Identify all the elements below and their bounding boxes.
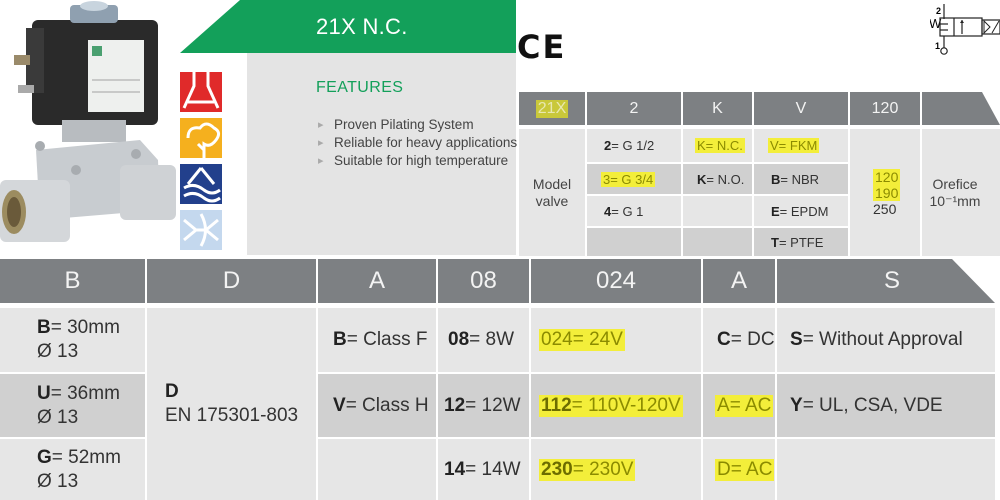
connection-option: 4= G 1 — [587, 196, 681, 226]
current-option: C= DC — [703, 308, 775, 372]
power-option: 14= 14W — [438, 439, 529, 500]
solenoid-valve-image — [0, 0, 180, 255]
seal-option: E= EPDM — [754, 196, 848, 226]
valve-schematic-icon: 2 W 1 — [929, 2, 1000, 58]
coil-size-option: B= 30mm Ø 13 — [0, 308, 145, 372]
product-title: 21X N.C. — [316, 14, 408, 39]
title-banner — [180, 0, 516, 53]
industry-icon-strip — [180, 72, 222, 256]
svg-text:1: 1 — [935, 41, 940, 51]
hvac-icon — [180, 210, 222, 250]
connection-empty — [587, 228, 681, 256]
current-option-selected: D= AC — [703, 439, 775, 500]
current-option-selected: A= AC — [703, 374, 775, 437]
header-cell-connection: 2 — [587, 92, 681, 125]
header-cell-connector: D — [147, 259, 316, 303]
orifice-label: Orefice 10⁻¹mm — [922, 129, 1000, 256]
header-cell-approval: S — [777, 259, 995, 303]
features-title: FEATURES — [316, 79, 404, 96]
header-cell-function: K — [683, 92, 752, 125]
voltage-option-selected: 112= 110V-120V — [531, 374, 701, 437]
connector-option: D EN 175301-803 — [147, 308, 316, 500]
seal-option: B= NBR — [754, 164, 848, 194]
function-option-selected: K= N.C. — [683, 129, 752, 162]
header-cell-orifice: 120 — [850, 92, 920, 125]
approval-empty — [777, 439, 995, 500]
header-cell-series: 21X — [519, 92, 585, 125]
power-option: 12= 12W — [438, 374, 529, 437]
coil-size-option: G= 52mm Ø 13 — [0, 439, 145, 500]
coil-size-option: U= 36mm Ø 13 — [0, 374, 145, 437]
ce-mark: CE — [517, 28, 567, 66]
features-list: Proven Pilating System Reliable for heav… — [318, 116, 517, 170]
feature-item: Reliable for heavy applications — [318, 134, 517, 152]
function-empty — [683, 228, 752, 256]
approval-option: Y= UL, CSA, VDE — [777, 374, 995, 437]
insulation-empty — [318, 439, 436, 500]
insulation-option: V= Class H — [318, 374, 436, 437]
power-option: 08= 8W — [438, 308, 529, 372]
food-industry-icon — [180, 118, 222, 158]
header-cell-seal: V — [754, 92, 848, 125]
orifice-values: 120 190 250 — [850, 129, 920, 256]
function-empty — [683, 196, 752, 226]
svg-text:W: W — [930, 16, 942, 31]
feature-item: Proven Pilating System — [318, 116, 517, 134]
chemical-industry-icon — [180, 72, 222, 112]
header-cell-current: A — [703, 259, 775, 303]
connection-option: 2= G 1/2 — [587, 129, 681, 162]
header-cell-voltage: 024 — [531, 259, 701, 303]
connection-option-selected: 3= G 3/4 — [587, 164, 681, 194]
insulation-option: B= Class F — [318, 308, 436, 372]
feature-item: Suitable for high temperature — [318, 152, 517, 170]
seal-option: T= PTFE — [754, 228, 848, 256]
header-cell-coil-size: B — [0, 259, 145, 303]
header-cell-blank — [922, 92, 1000, 125]
header-cell-insulation: A — [318, 259, 436, 303]
svg-text:2: 2 — [936, 6, 941, 16]
function-option: K= N.O. — [683, 164, 752, 194]
approval-option: S= Without Approval — [777, 308, 995, 372]
model-valve-label: Model valve — [519, 129, 585, 256]
seal-option-selected: V= FKM — [754, 129, 848, 162]
voltage-option-selected: 230= 230V — [531, 439, 701, 500]
water-treatment-icon — [180, 164, 222, 204]
voltage-option-selected: 024= 24V — [531, 308, 701, 372]
header-cell-power: 08 — [438, 259, 529, 303]
